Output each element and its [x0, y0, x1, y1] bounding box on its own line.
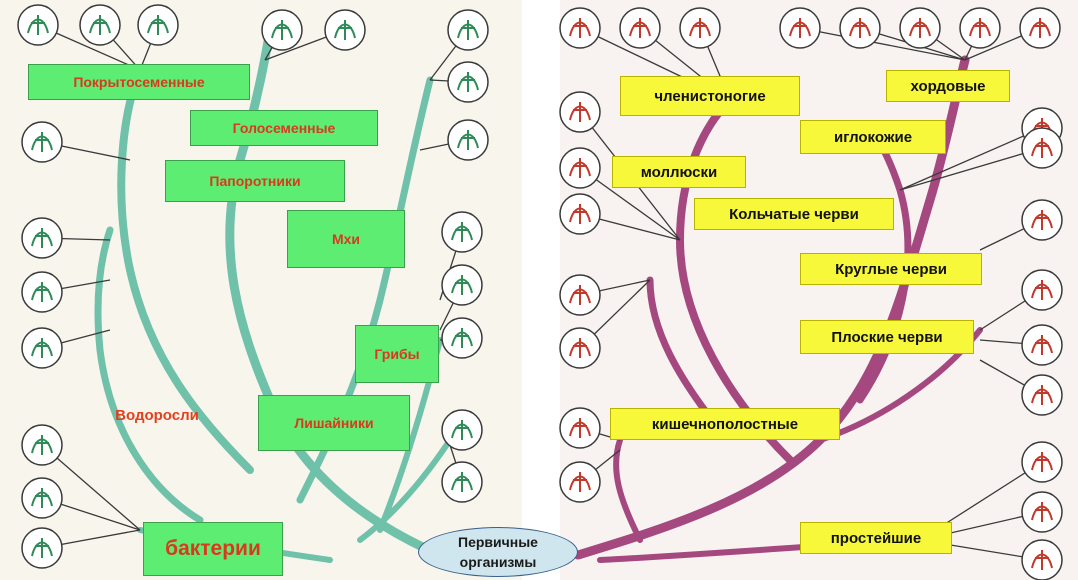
alga-cell-icon [22, 328, 62, 368]
roundworm-icon [1022, 200, 1062, 240]
flatworm-icon [1022, 325, 1062, 365]
label-bacteria: бактерии [143, 522, 283, 576]
clam-icon [560, 148, 600, 188]
label-protozoa: простейшие [800, 522, 952, 554]
conifer-icon [262, 10, 302, 50]
frog-icon [840, 8, 880, 48]
lichen-icon [442, 462, 482, 502]
hydra-icon [560, 462, 600, 502]
label-flatworms: Плоские черви [800, 320, 974, 354]
label-cnidarians: кишечнополостные [610, 408, 840, 440]
ciliate-icon [1022, 492, 1062, 532]
seedling-icon [138, 5, 178, 45]
bacteria-icon [22, 425, 62, 465]
label-mosses: Мхи [287, 210, 405, 268]
tree-icon [18, 5, 58, 45]
mushroom-icon [442, 265, 482, 305]
label-annelids: Кольчатые черви [694, 198, 894, 230]
bacteria-icon [22, 478, 62, 518]
ciliate-icon [1022, 540, 1062, 580]
crayfish-icon [560, 92, 600, 132]
label-roundworms: Круглые черви [800, 253, 982, 285]
mushroom-icon [442, 318, 482, 358]
flatworm-icon [1022, 375, 1062, 415]
turtle-icon [900, 8, 940, 48]
spider-icon [620, 8, 660, 48]
label-algae: Водоросли [92, 398, 222, 432]
label-angiosperms: Покрытосеменные [28, 64, 250, 100]
bird-icon [960, 8, 1000, 48]
seaweed-icon [22, 272, 62, 312]
label-gymnosperms: Голосеменные [190, 110, 378, 146]
lichen-icon [442, 410, 482, 450]
label-chordates: хордовые [886, 70, 1010, 102]
label-fungi: Грибы [355, 325, 439, 383]
butterfly-icon [680, 8, 720, 48]
flatworm-icon [1022, 270, 1062, 310]
label-lichens: Лишайники [258, 395, 410, 451]
label-arthropods: членистоногие [620, 76, 800, 116]
moss-icon [448, 120, 488, 160]
jellyfish-icon [560, 408, 600, 448]
rodent-icon [1020, 8, 1060, 48]
root-primary-organisms: Первичные организмы [418, 527, 578, 577]
label-mollusks: моллюски [612, 156, 746, 188]
worm-icon [560, 275, 600, 315]
label-echinoderms: иглокожие [800, 120, 946, 154]
bacteria-icon [22, 528, 62, 568]
mushroom-icon [442, 212, 482, 252]
pine-branch-icon [325, 10, 365, 50]
sea-urchin-icon [1022, 128, 1062, 168]
crayfish-icon [560, 8, 600, 48]
label-ferns: Папоротники [165, 160, 345, 202]
fish-icon [780, 8, 820, 48]
root-label-line2: организмы [460, 552, 537, 572]
fern-icon [448, 62, 488, 102]
snail-icon [560, 194, 600, 234]
amoeba-icon [1022, 442, 1062, 482]
moss-icon [448, 10, 488, 50]
worm-icon [560, 328, 600, 368]
moss-icon [22, 122, 62, 162]
root-label-line1: Первичные [458, 532, 538, 552]
shrub-icon [80, 5, 120, 45]
seaweed-icon [22, 218, 62, 258]
